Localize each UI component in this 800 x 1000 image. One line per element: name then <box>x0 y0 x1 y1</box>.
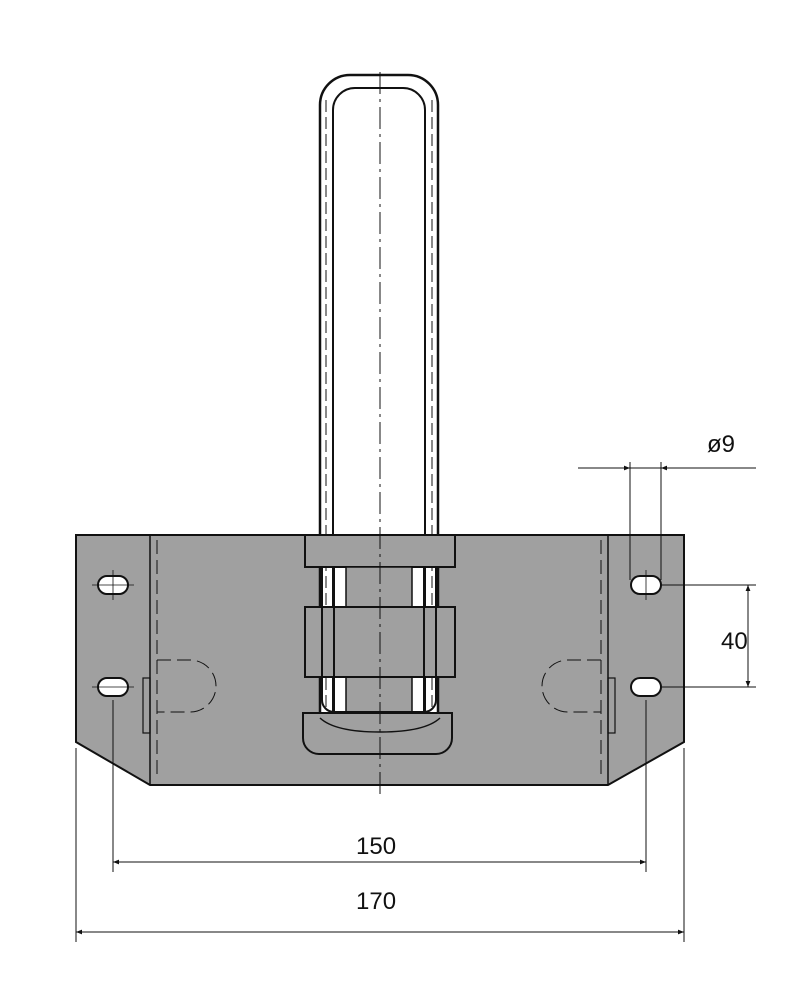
tab-right <box>607 677 616 734</box>
dimension-label-overall-width: 170 <box>356 888 396 915</box>
hole-centerlines <box>92 570 647 688</box>
dimension-overall-width <box>75 748 685 942</box>
dimension-hole-spacing-horizontal <box>112 700 647 872</box>
hole-bottom-right <box>630 677 662 697</box>
hidden-lines <box>156 540 602 780</box>
dimension-label-hole-spacing-horizontal: 150 <box>356 833 396 860</box>
dimension-hole-spacing-vertical <box>660 584 756 688</box>
dimension-label-hole-spacing-vertical: 40 <box>721 628 748 655</box>
dimension-label-hole-diameter: ø9 <box>707 431 735 458</box>
dimension-hole-diameter <box>578 462 756 580</box>
clamp-bottom-cup <box>302 712 453 755</box>
tab-left <box>142 677 151 734</box>
